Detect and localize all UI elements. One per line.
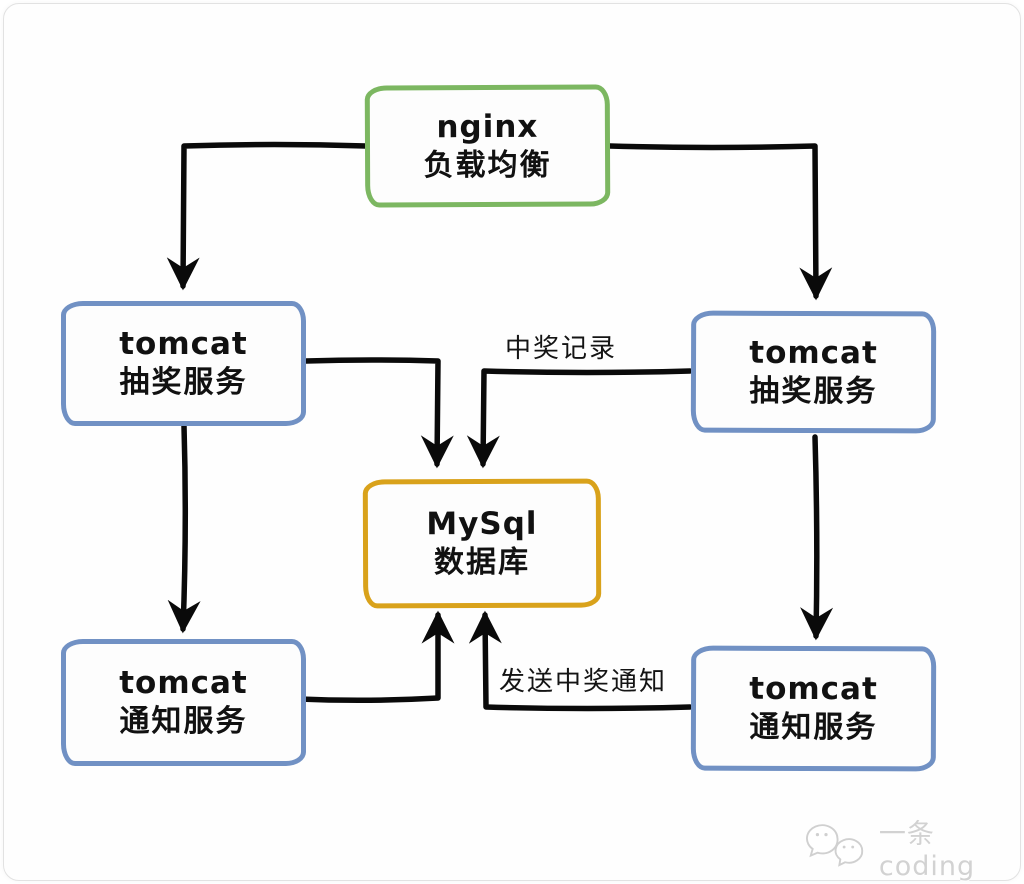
node-label-zh: 通知服务: [749, 709, 878, 746]
edge-nginx-to-right-lottery: [607, 143, 833, 301]
node-label-zh: 抽奖服务: [749, 373, 878, 409]
edge-nginx-to-left-lottery: [166, 141, 369, 291]
node-label-zh: 通知服务: [119, 704, 248, 740]
node-mysql: MySql 数据库: [362, 478, 602, 609]
edge-left-notify-to-mysql: [296, 610, 455, 704]
node-label-zh: 抽奖服务: [119, 365, 248, 401]
wechat-chat-bubbles-icon: [806, 824, 864, 867]
node-nginx: nginx 负载均衡: [364, 84, 611, 208]
node-label-en: tomcat: [749, 334, 878, 372]
edge-right-notify-to-mysql: [468, 610, 693, 712]
node-label-en: tomcat: [749, 671, 878, 708]
node-tomcat-notify-left: tomcat 通知服务: [61, 639, 306, 766]
node-label-en: tomcat: [119, 326, 248, 363]
edge-left-lottery-to-left-notify: [167, 423, 201, 634]
node-tomcat-lottery-right: tomcat 抽奖服务: [690, 310, 937, 434]
node-nginx-name: nginx: [436, 108, 539, 146]
watermark: 一条coding: [806, 812, 1024, 882]
watermark-text: 一条coding: [878, 819, 976, 882]
node-tomcat-lottery-left: tomcat 抽奖服务: [61, 301, 306, 426]
edge-right-lottery-to-right-notify: [800, 434, 834, 641]
node-mysql-name: MySql: [426, 506, 538, 543]
edge-label-send-winning-notice: 发送中奖通知: [499, 667, 668, 697]
node-tomcat-notify-right: tomcat 通知服务: [690, 645, 937, 772]
node-nginx-role: 负载均衡: [423, 147, 552, 183]
edge-right-lottery-to-mysql: [466, 368, 693, 469]
node-mysql-role: 数据库: [434, 544, 531, 581]
edge-left-lottery-to-mysql: [303, 357, 454, 469]
edge-label-winning-record: 中奖记录: [505, 334, 618, 364]
node-label-en: tomcat: [119, 665, 248, 702]
